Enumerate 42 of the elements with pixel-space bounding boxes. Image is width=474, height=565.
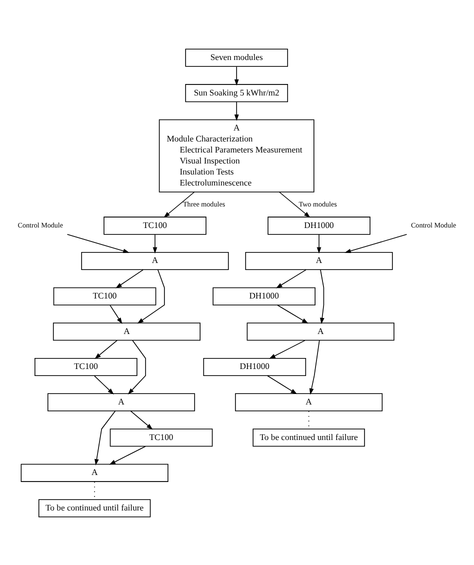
arrow [234, 66, 239, 86]
node-box: TC100 [34, 357, 138, 376]
arrow [276, 268, 306, 288]
arrow [234, 100, 239, 120]
node-box: To be continued until failure [252, 428, 365, 446]
node-box: A [47, 392, 196, 411]
arrow [137, 268, 165, 324]
arrow [277, 304, 308, 324]
node-box: TC100 [53, 286, 156, 305]
node-box: A Module Characterization Electrical Parameters Measurement Visual Inspection Insulation Tests Electroluminescence [158, 118, 314, 192]
node-box: DH1000 [268, 216, 370, 234]
arrow [278, 191, 310, 218]
arrow [94, 410, 116, 465]
node-box: A [52, 322, 200, 340]
arrow [164, 191, 195, 218]
arrow [94, 375, 114, 394]
node-box: TC100 [110, 428, 213, 446]
node-box: A [20, 463, 168, 482]
arrow [320, 268, 324, 324]
arrow [109, 445, 146, 464]
arrow [66, 234, 130, 253]
arrow [94, 340, 118, 358]
node-box: Seven modules [185, 48, 288, 66]
node-box: DH1000 [203, 357, 306, 376]
node-box: A [235, 392, 383, 411]
node-box: To be continued until failure [38, 498, 151, 517]
arrow [269, 340, 306, 358]
arrow [116, 268, 144, 288]
node-box: DH1000 [212, 286, 316, 305]
arrow [130, 410, 153, 430]
arrow [309, 339, 320, 394]
arrow [152, 234, 158, 254]
node-box: TC100 [104, 216, 206, 234]
node-box: A [81, 252, 229, 270]
arrow [344, 234, 408, 253]
arrow [316, 234, 322, 254]
arrow [110, 304, 122, 324]
arrow [267, 374, 298, 394]
node-box: A [245, 252, 393, 270]
arrow [128, 339, 146, 394]
node-box: A [246, 322, 394, 340]
node-box: Sun Soaking 5 kWhr/m2 [185, 84, 288, 102]
